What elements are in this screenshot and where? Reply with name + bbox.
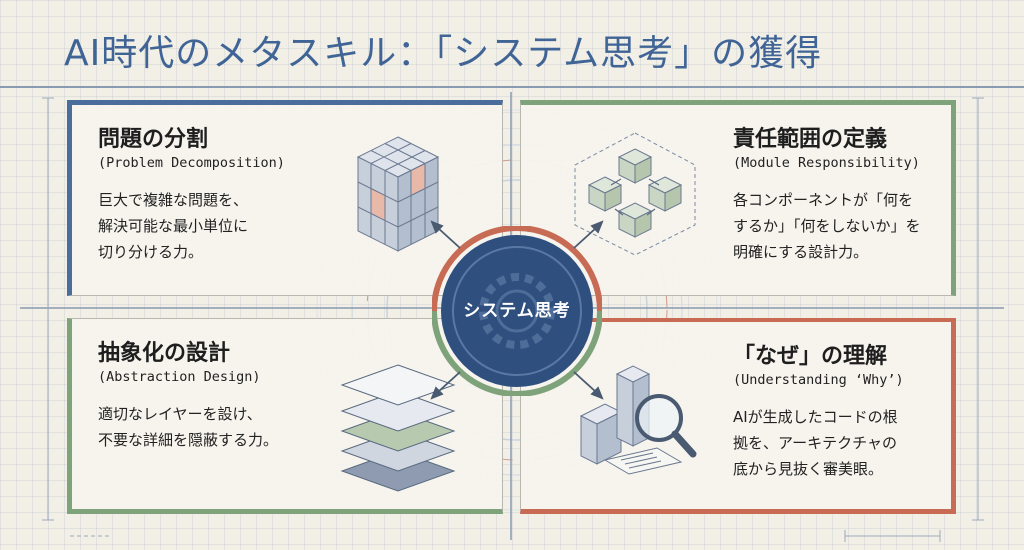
cube-grid-icon [356,136,440,252]
page-title: AI時代のメタスキル：「システム思考」の獲得 [64,33,823,74]
panel-subtitle: (Abstraction Design) [98,369,261,385]
panel-body: 巨大で複雑な問題を、 解決可能な最小単位に 切り分ける力。 [98,191,249,261]
center-label: システム思考 [463,301,571,321]
magnifier-blocks-icon [579,365,697,475]
panel-title: 「なぜ」の理解 [733,344,888,369]
panel-title: 問題の分割 [98,127,209,152]
panel-module-responsibility: 責任範囲の定義 (Module Responsibility) 各コンポーネント… [520,100,956,296]
panel-body: AIが生成したコードの根 拠を、アーキテクチャの 底から見抜く審美眼。 [733,408,898,478]
panel-understanding-why: 「なぜ」の理解 (Understanding ‘Why’) AIが生成したコード… [520,318,956,514]
layers-icon [340,364,456,492]
panel-subtitle: (Problem Decomposition) [98,155,285,171]
center-hub [432,226,602,396]
panel-body: 各コンポーネントが「何を するか」「何をしないか」を 明確にする設計力。 [733,191,921,261]
modules-hexagon-icon [574,132,696,256]
panel-problem-decomposition: 問題の分割 (Problem Decomposition) 巨大で複雑な問題を、… [67,100,503,296]
panel-title: 抽象化の設計 [98,341,231,366]
title-divider [0,86,1024,88]
panel-abstraction-design: 抽象化の設計 (Abstraction Design) 適切なレイヤーを設け、 … [67,318,503,514]
panel-subtitle: (Understanding ‘Why’) [733,372,904,388]
panel-title: 責任範囲の定義 [733,127,888,152]
panel-body: 適切なレイヤーを設け、 不要な詳細を隠蔽する力。 [98,405,279,449]
panel-subtitle: (Module Responsibility) [733,155,920,171]
